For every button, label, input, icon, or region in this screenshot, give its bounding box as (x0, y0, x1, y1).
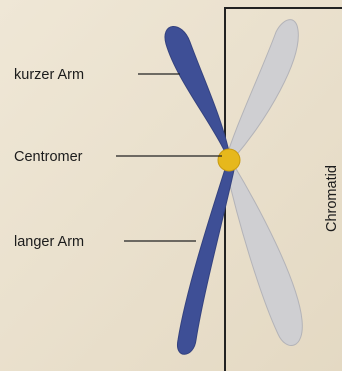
centromere-label: Centromer (14, 149, 83, 165)
short-arm-label: kurzer Arm (14, 67, 84, 83)
centromere-dot (218, 149, 240, 171)
chromatid-label: Chromatid (324, 165, 340, 232)
long-arm-label: langer Arm (14, 234, 84, 250)
